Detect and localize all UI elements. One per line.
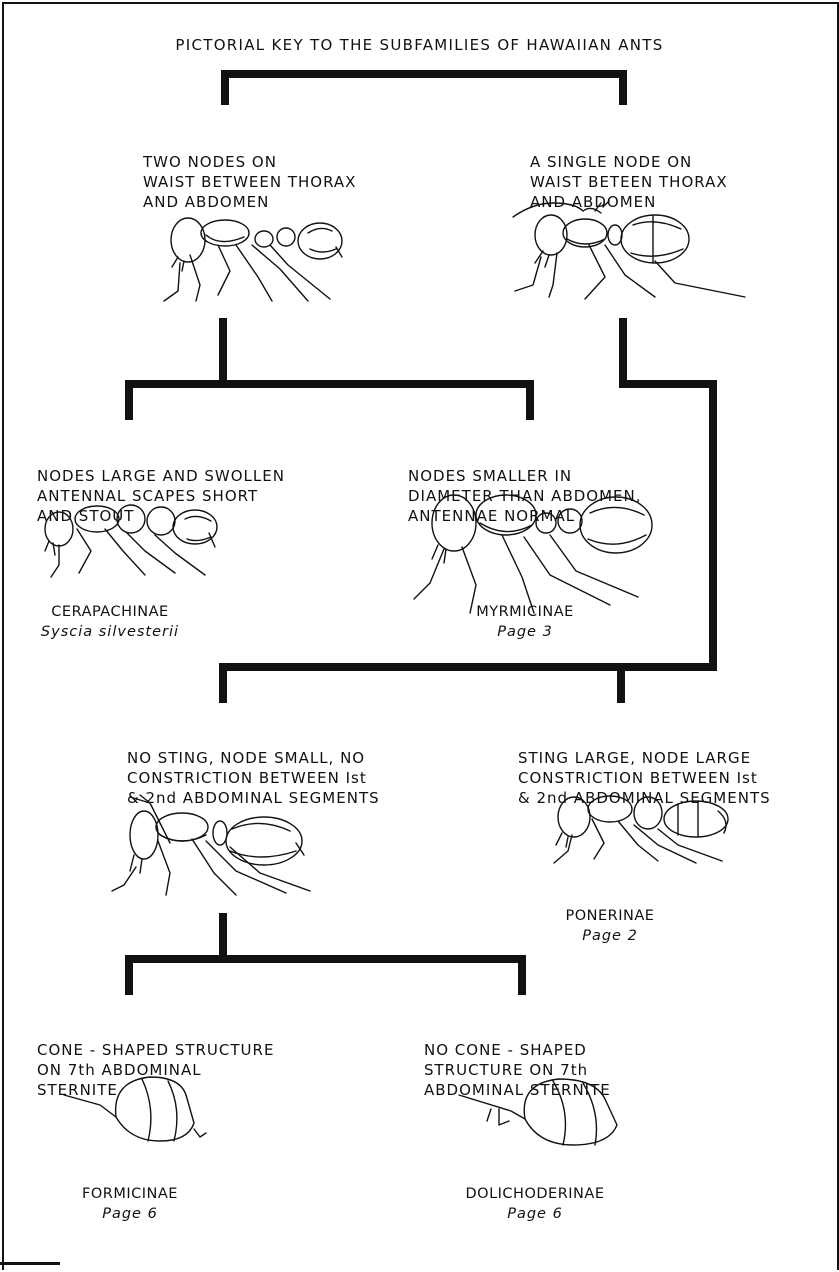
taxon-ponerinae: PONERINAE Page 2 xyxy=(545,906,675,946)
ant-single-node-illustration xyxy=(505,195,755,305)
taxon-page: Page 2 xyxy=(545,926,675,946)
ant-formicinae-dolichoderinae-illustration xyxy=(110,795,340,900)
taxon-name: DOLICHODERINAE xyxy=(455,1184,615,1204)
taxon-species: Syscia silvesterii xyxy=(30,622,190,642)
taxon-name: CERAPACHINAE xyxy=(30,602,190,622)
ant-myrmicinae-illustration xyxy=(410,485,660,620)
taxon-name: PONERINAE xyxy=(545,906,675,926)
taxon-formicinae: FORMICINAE Page 6 xyxy=(65,1184,195,1224)
taxon-dolichoderinae: DOLICHODERINAE Page 6 xyxy=(455,1184,615,1224)
taxon-page: Page 6 xyxy=(65,1204,195,1224)
taxon-name: FORMICINAE xyxy=(65,1184,195,1204)
taxon-page: Page 6 xyxy=(455,1204,615,1224)
ant-cerapachinae-illustration xyxy=(35,495,225,580)
taxon-page: Page 3 xyxy=(455,622,595,642)
key-title: PICTORIAL KEY TO THE SUBFAMILIES OF HAWA… xyxy=(0,36,839,54)
gaster-formicinae-illustration xyxy=(60,1075,210,1150)
taxon-cerapachinae: CERAPACHINAE Syscia silvesterii xyxy=(30,602,190,642)
gaster-dolichoderinae-illustration xyxy=(455,1075,635,1155)
ant-two-nodes-illustration xyxy=(160,205,350,305)
ant-ponerinae-illustration xyxy=(548,785,738,867)
